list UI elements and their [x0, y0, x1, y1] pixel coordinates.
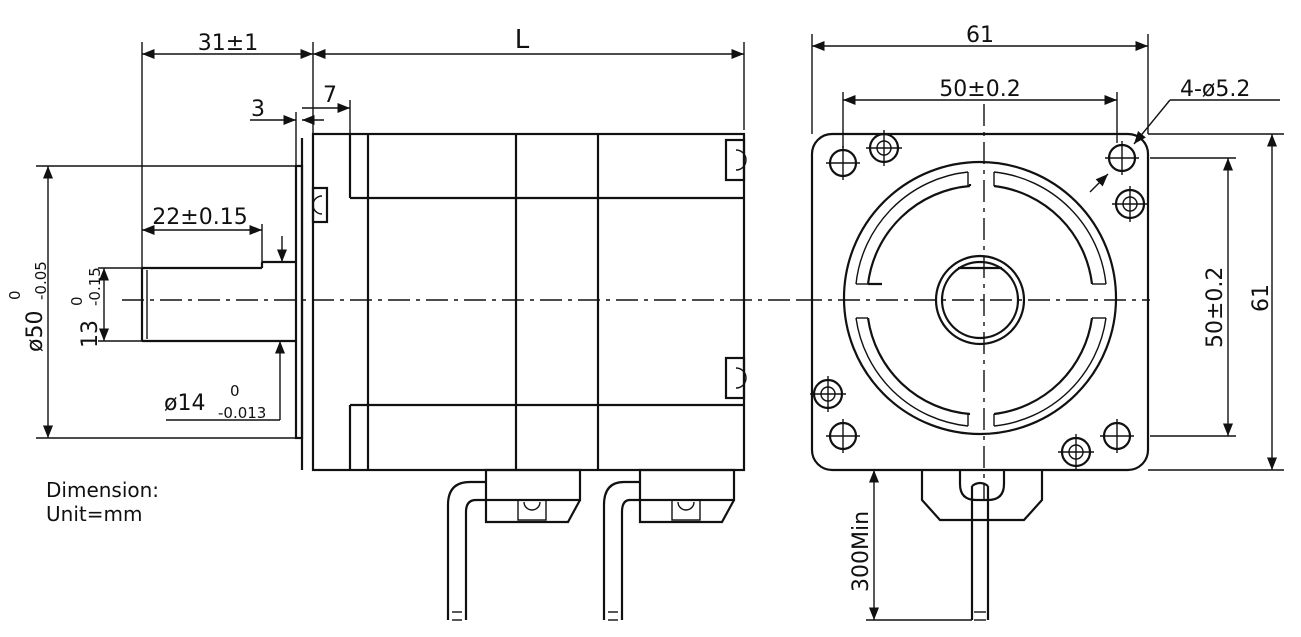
dim-flange-thickness: 3: [251, 97, 265, 122]
dim-shaft-tol-upper: 0: [230, 382, 240, 400]
flange-pilot: [294, 138, 304, 470]
dim-pilot-diameter: ø50: [23, 311, 48, 352]
note-line-1: Dimension:: [46, 478, 160, 502]
dim-shaft-length: 31±1: [198, 31, 258, 56]
dim-flat-length: 22±0.15: [152, 205, 247, 230]
dim-shaft-diameter: ø14: [164, 391, 205, 416]
dim-hole-spacing-vertical: 50±0.2: [1203, 267, 1228, 348]
motor-body: [311, 132, 747, 472]
dim-body-length: L: [515, 25, 530, 55]
shaft: [140, 260, 296, 343]
dim-pilot-tol-upper: 0: [6, 290, 24, 300]
dim-shaft-tol-lower: -0.013: [218, 404, 266, 422]
dim-lead-length: 300Min: [849, 511, 874, 592]
dim-flat-tol-upper: 0: [68, 296, 86, 306]
dim-holes-callout: 4-ø5.2: [1180, 77, 1250, 102]
dim-front-width: 61: [966, 23, 994, 48]
front-shaft-inner: [940, 260, 1020, 340]
dim-front-offset: 7: [323, 83, 337, 108]
cable-gland: [920, 470, 1044, 621]
front-view: 61 50±0.2 4-ø5.2 50±0.2 61 300Min: [800, 23, 1284, 621]
front-boss-outer: [842, 160, 1118, 436]
connector-right: [602, 468, 736, 621]
note-line-2: Unit=mm: [46, 502, 143, 526]
units-note: Dimension: Unit=mm: [46, 478, 159, 526]
front-shaft-outer: [934, 254, 1026, 346]
dim-front-height: 61: [1249, 284, 1274, 312]
mounting-holes: [826, 141, 1139, 453]
dim-hole-spacing-horizontal: 50±0.2: [939, 77, 1020, 102]
front-plate: [810, 132, 1150, 472]
arc-slots: [855, 171, 1107, 427]
dim-flat-height: 13: [78, 320, 103, 348]
body-screws: [810, 130, 1148, 470]
side-view: 31±1 L 3 7 22±0.15 ø50 0 -0.05 13 0 -0.1…: [6, 25, 800, 621]
dim-flat-tol-lower: -0.15: [86, 267, 104, 306]
connector-left: [446, 468, 582, 621]
dim-pilot-tol-lower: -0.05: [32, 261, 50, 300]
